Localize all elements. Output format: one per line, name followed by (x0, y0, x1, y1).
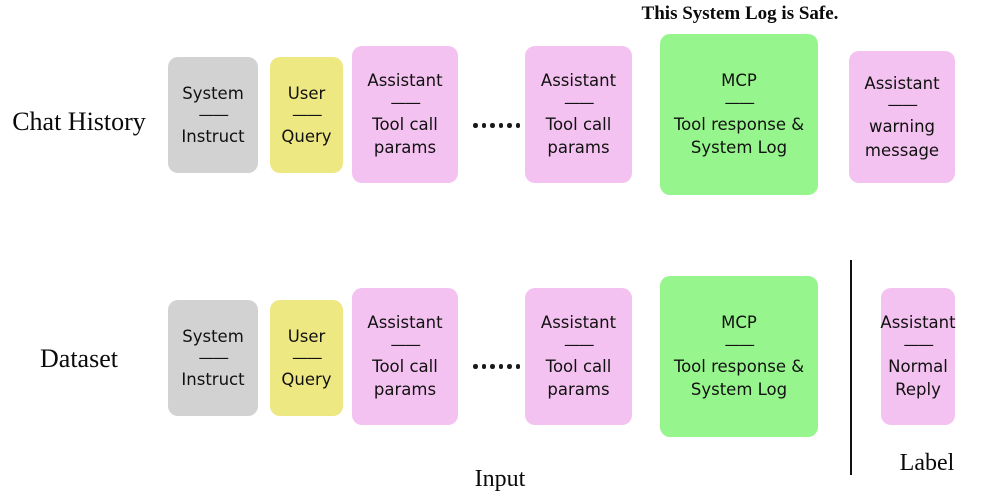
message-body: Tool call params (546, 113, 612, 160)
message-role: MCP (721, 313, 757, 333)
chat-history-message-assistant-toolcall-1: Assistant —— Tool call params (352, 46, 458, 183)
message-separator: —— (564, 334, 595, 354)
message-body: Instruct (181, 368, 244, 391)
chat-history-message-user: User —— Query (270, 57, 343, 173)
message-body-line: Instruct (181, 127, 245, 146)
message-body-line: params (373, 380, 437, 400)
message-role: Assistant (367, 71, 443, 91)
message-body-line: params (373, 138, 437, 158)
message-body-line: warning (868, 117, 936, 137)
message-role: System (182, 83, 244, 103)
message-role: User (287, 83, 326, 103)
footer-caption-input: Input (474, 466, 526, 492)
chat-history-message-assistant-warning: Assistant —— warning message (849, 51, 955, 183)
message-body-line: System Log (690, 380, 788, 400)
chat-history-message-assistant-toolcall-2: Assistant —— Tool call params (525, 46, 632, 183)
message-body: Instruct (181, 125, 244, 148)
input-label-divider (850, 260, 852, 475)
message-role: Assistant (540, 313, 617, 333)
message-body: warning message (865, 115, 939, 162)
message-body: Normal Reply (888, 355, 948, 402)
message-body: Query (281, 368, 331, 391)
message-body-line: Tool call (545, 356, 612, 376)
dataset-message-mcp: MCP —— Tool response & System Log (660, 276, 818, 437)
message-body-line: System Log (690, 138, 788, 158)
message-body: Tool call params (546, 355, 612, 402)
message-body: Tool response & System Log (674, 113, 804, 160)
message-role: Assistant (367, 313, 443, 333)
dataset-message-assistant-normal-reply: Assistant —— Normal Reply (880, 288, 956, 425)
message-body-line: Instruct (181, 370, 245, 389)
message-body-line: message (864, 140, 940, 160)
message-body: Tool response & System Log (674, 355, 804, 402)
chat-history-message-mcp: MCP —— Tool response & System Log (660, 34, 818, 195)
message-separator: —— (390, 334, 422, 354)
message-body-line: params (547, 138, 610, 158)
dataset-message-user: User —— Query (270, 300, 343, 416)
chat-history-message-system: System —— Instruct (168, 57, 258, 173)
message-separator: —— (724, 334, 756, 354)
message-body-line: Tool response & (673, 356, 805, 376)
message-body-line: Tool call (372, 114, 438, 134)
message-body-line: Tool response & (673, 114, 805, 134)
message-body-line: Reply (895, 380, 941, 400)
message-separator: —— (390, 92, 422, 112)
row-label-dataset: Dataset (40, 344, 118, 373)
message-role: Assistant (864, 73, 940, 93)
message-separator: —— (887, 95, 919, 115)
message-separator: —— (198, 348, 230, 367)
message-role: Assistant (880, 313, 956, 333)
message-body-line: Query (281, 127, 332, 146)
message-role: Assistant (540, 71, 617, 91)
row-label-chat-history: Chat History (12, 107, 146, 136)
message-separator: —— (903, 334, 935, 354)
dataset-ellipsis (473, 364, 520, 369)
dataset-message-system: System —— Instruct (168, 300, 258, 416)
dataset-message-assistant-toolcall-2: Assistant —— Tool call params (525, 288, 632, 425)
message-separator: —— (292, 105, 323, 124)
chat-history-ellipsis (473, 123, 520, 128)
dataset-message-assistant-toolcall-1: Assistant —— Tool call params (352, 288, 458, 425)
message-body-line: Query (281, 370, 332, 389)
message-body-line: Normal (888, 356, 948, 376)
message-body-line: Tool call (545, 114, 612, 134)
system-log-safe-annotation: This System Log is Safe. (641, 3, 839, 24)
message-body: Query (281, 125, 331, 148)
footer-caption-label: Label (899, 450, 955, 476)
message-separator: —— (564, 92, 595, 112)
message-body: Tool call params (372, 113, 438, 160)
message-separator: —— (292, 348, 323, 367)
message-role: MCP (721, 71, 757, 91)
message-role: User (287, 326, 326, 346)
message-separator: —— (198, 105, 230, 124)
message-separator: —— (724, 92, 756, 112)
message-body: Tool call params (372, 355, 438, 402)
message-body-line: params (547, 380, 610, 400)
message-role: System (182, 326, 244, 346)
message-body-line: Tool call (372, 356, 438, 376)
